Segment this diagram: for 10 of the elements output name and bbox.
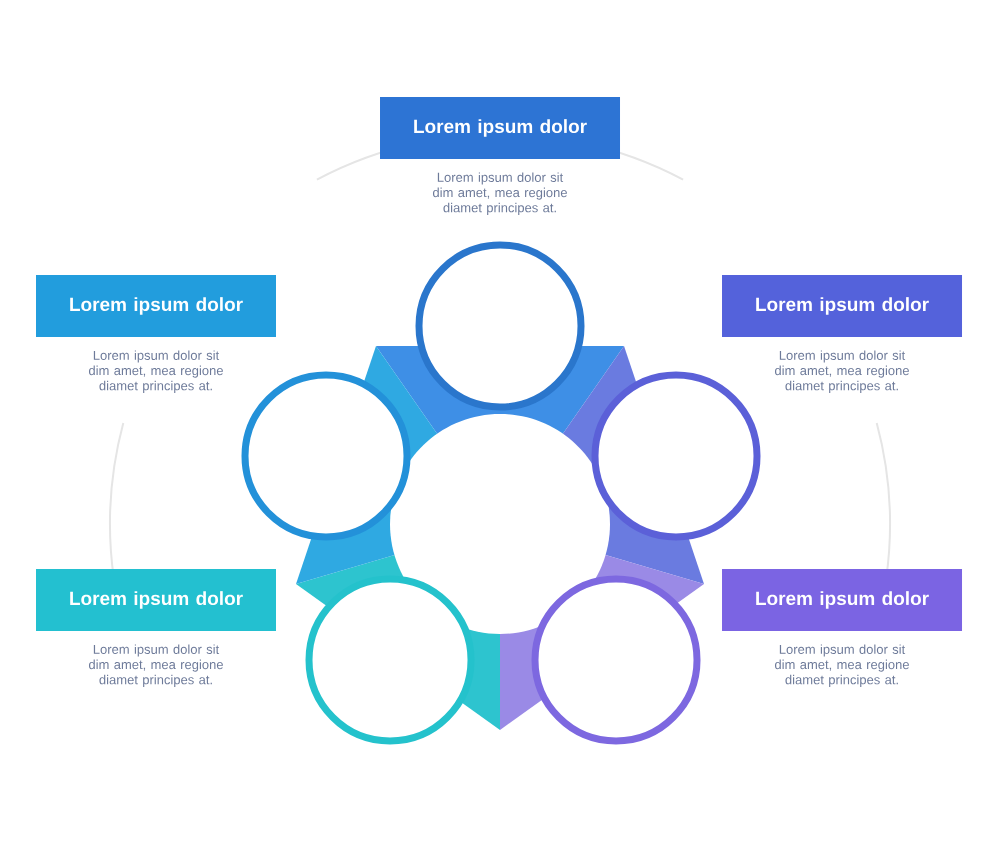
circle [591,371,761,541]
heading-box: Lorem ipsum dolor [722,569,962,631]
circle [415,241,585,411]
heading-box: Lorem ipsum dolor [380,97,620,159]
circle [305,575,475,745]
heading-box: Lorem ipsum dolor [36,275,276,337]
circle [531,575,701,745]
heading-box: Lorem ipsum dolor [36,569,276,631]
heading-box: Lorem ipsum dolor [722,275,962,337]
circle [241,371,411,541]
